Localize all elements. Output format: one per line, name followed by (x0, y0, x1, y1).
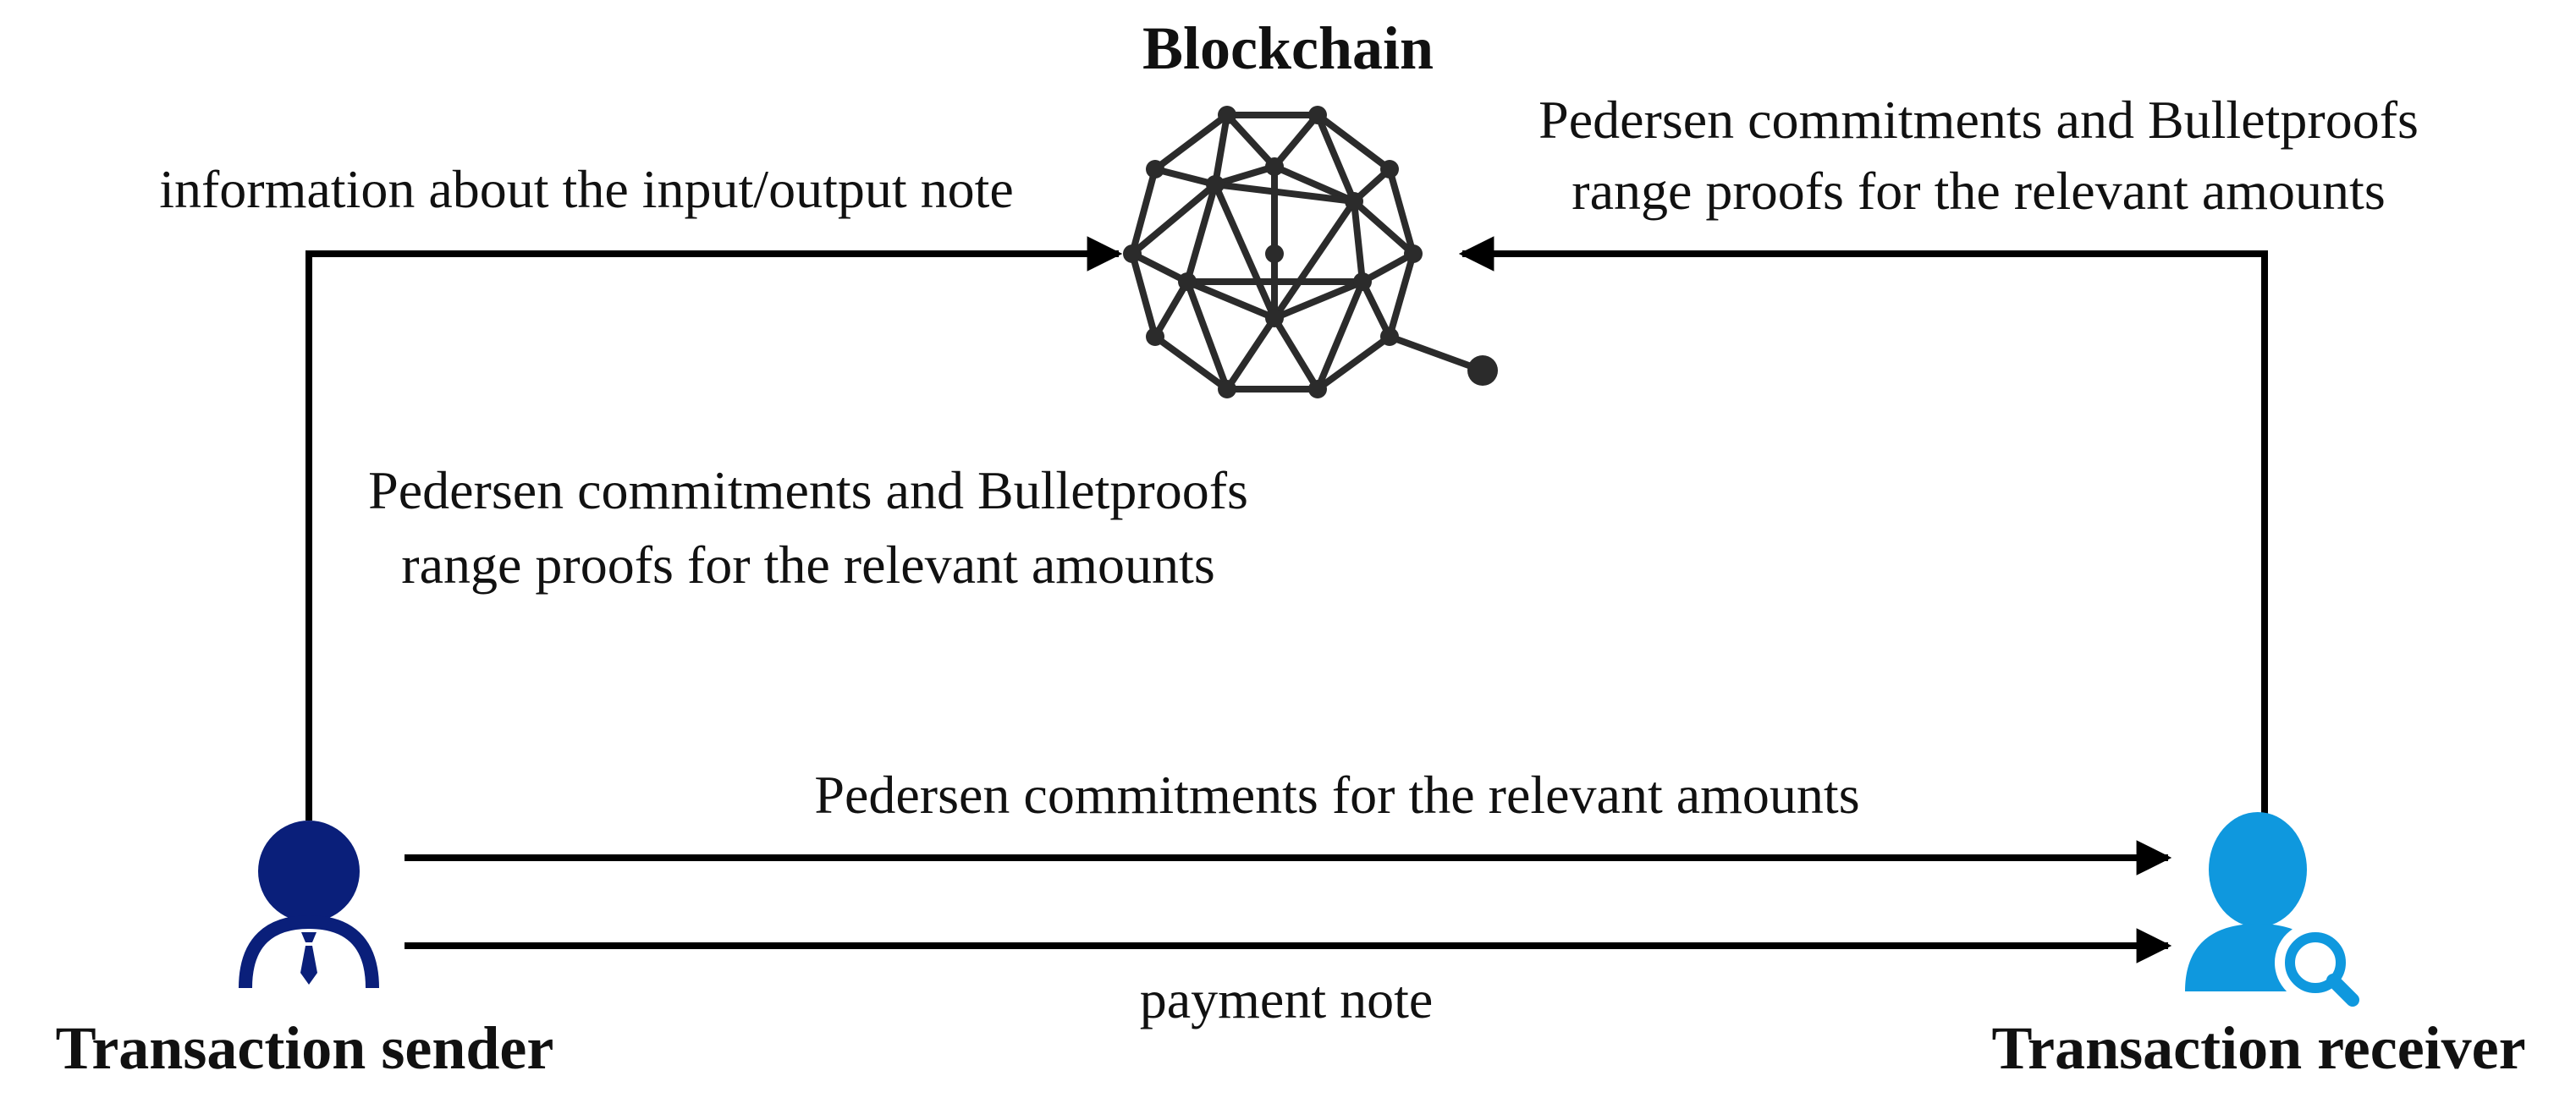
arrow-sender-to-blockchain (305, 236, 1123, 821)
receiver-title: Transaction receiver (1991, 1014, 2526, 1082)
receiver-to-blockchain-label-line2: range proofs for the relevant amounts (1571, 161, 2386, 221)
receiver-to-blockchain-label-line1: Pedersen commitments and Bulletproofs (1538, 90, 2419, 150)
arrow-receiver-to-blockchain (1458, 236, 2268, 821)
blockchain-title: Blockchain (1142, 14, 1434, 82)
user-search-icon (2185, 812, 2359, 1007)
payment-note-label: payment note (1139, 969, 1434, 1029)
commitments-label: Pedersen commitments for the relevant am… (814, 765, 1860, 825)
sender-title: Transaction sender (55, 1014, 554, 1082)
sender-to-blockchain-label: information about the input/output note (159, 159, 1014, 219)
blockchain-network-nodes (1123, 106, 1498, 398)
sender-to-blockchain-middle-label-line2: range proofs for the relevant amounts (401, 535, 1215, 595)
user-with-tie-icon (239, 821, 379, 989)
blockchain-network-icon (1129, 112, 1484, 393)
sender-to-blockchain-middle-label-line1: Pedersen commitments and Bulletproofs (368, 460, 1248, 520)
